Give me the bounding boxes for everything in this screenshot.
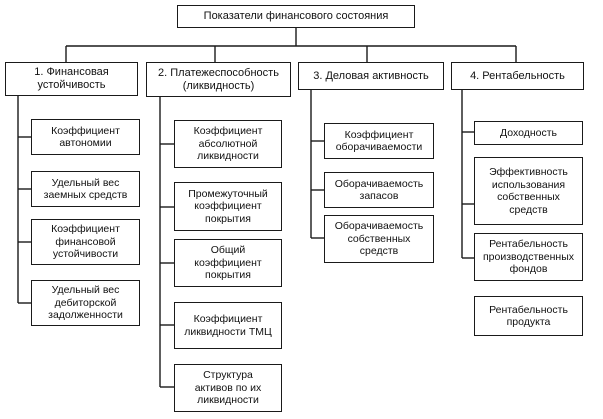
group-4-title-box: 4. Рентабельность: [451, 62, 584, 90]
group-1-item-1: Коэффициент автономии: [51, 124, 120, 150]
group-2-item-2: Промежуточный коэффициент покрытия: [188, 187, 268, 225]
group-2-title: 2. Платежеспособность (ликвидность): [158, 66, 279, 92]
group-4-item-1: Доходность: [500, 126, 557, 139]
group-2-item-2-box: Промежуточный коэффициент покрытия: [174, 182, 282, 231]
group-2-item-5-box: Структура активов по их ликвидности: [174, 364, 282, 412]
group-1-item-2: Удельный вес заемных средств: [43, 176, 128, 202]
group-1-title: 1. Финансовая устойчивость: [34, 66, 109, 91]
group-1-item-3-box: Коэффициент финансовой устойчивости: [31, 219, 140, 265]
group-4-item-3-box: Рентабельность производственных фондов: [474, 233, 583, 281]
group-4-item-4-box: Рентабельность продукта: [474, 296, 583, 336]
group-2-title-box: 2. Платежеспособность (ликвидность): [146, 62, 291, 97]
group-2-item-3: Общий коэффициент покрытия: [194, 244, 262, 282]
group-1-item-4-box: Удельный вес дебиторской задолженности: [31, 280, 140, 326]
group-1-item-2-box: Удельный вес заемных средств: [31, 171, 140, 207]
group-3-title: 3. Деловая активность: [313, 69, 429, 82]
group-1-item-4: Удельный вес дебиторской задолженности: [48, 284, 123, 322]
group-4-item-2: Эффективность использования собственных …: [489, 166, 568, 216]
group-2-item-3-box: Общий коэффициент покрытия: [174, 239, 282, 287]
group-3-item-1: Коэффициент оборачиваемости: [335, 128, 423, 154]
group-1-title-box: 1. Финансовая устойчивость: [5, 62, 138, 96]
group-3-title-box: 3. Деловая активность: [298, 62, 444, 90]
group-2-item-4: Коэффициент ликвидности ТМЦ: [184, 313, 272, 338]
root-title: Показатели финансового состояния: [203, 10, 389, 23]
group-3-item-3-box: Оборачиваемость собственных средств: [324, 215, 434, 263]
group-2-item-1: Коэффициент абсолютной ликвидности: [193, 125, 263, 163]
root-box: Показатели финансового состояния: [177, 5, 415, 28]
group-3-item-3: Оборачиваемость собственных средств: [334, 220, 424, 258]
group-4-item-3: Рентабельность производственных фондов: [483, 238, 574, 276]
group-3-item-1-box: Коэффициент оборачиваемости: [324, 123, 434, 159]
group-1-item-3: Коэффициент финансовой устойчивости: [51, 223, 120, 261]
group-2-item-5: Структура активов по их ликвидности: [194, 369, 262, 407]
group-4-item-1-box: Доходность: [474, 121, 583, 145]
group-3-item-2: Оборачиваемость запасов: [334, 177, 424, 203]
group-4-item-2-box: Эффективность использования собственных …: [474, 157, 583, 225]
group-1-item-1-box: Коэффициент автономии: [31, 119, 140, 155]
group-4-item-4: Рентабельность продукта: [489, 303, 568, 329]
group-2-item-1-box: Коэффициент абсолютной ликвидности: [174, 120, 282, 168]
group-3-item-2-box: Оборачиваемость запасов: [324, 172, 434, 208]
group-2-item-4-box: Коэффициент ликвидности ТМЦ: [174, 302, 282, 349]
group-4-title: 4. Рентабельность: [470, 69, 565, 82]
